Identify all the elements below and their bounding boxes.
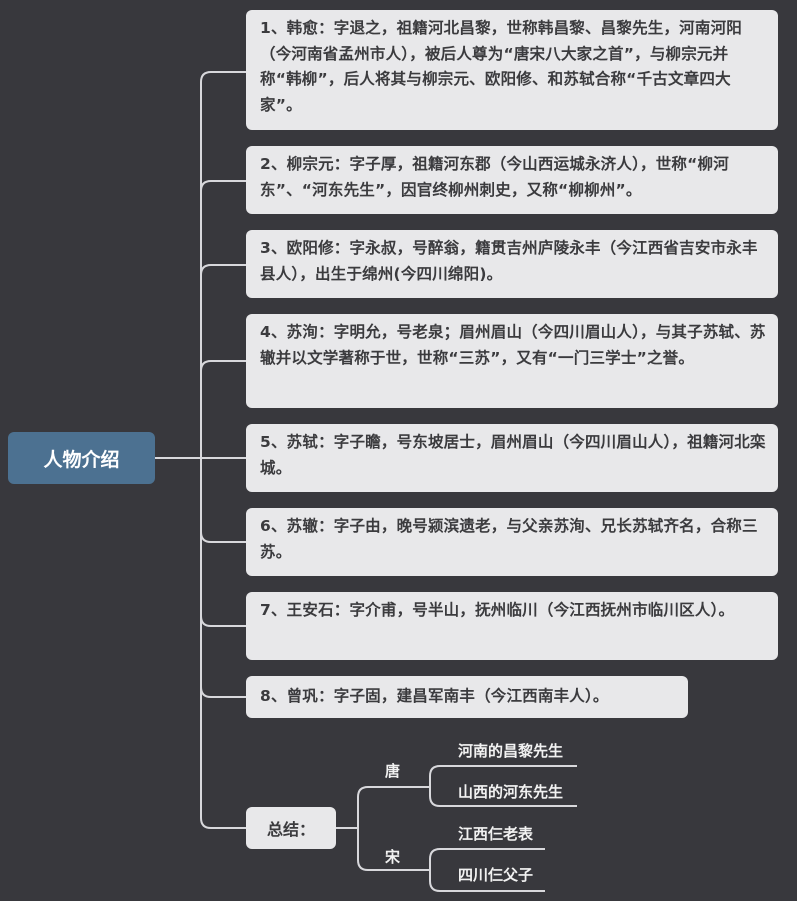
leaf-label: 四川仨父子: [458, 866, 534, 884]
leaf-henan-changli[interactable]: 河南的昌黎先生: [458, 740, 563, 761]
leaf-label: 江西仨老表: [458, 825, 534, 843]
branch-song[interactable]: 宋: [385, 846, 400, 867]
leaf-label: 山西的河东先生: [458, 783, 564, 801]
branch-song-label: 宋: [385, 848, 401, 866]
leaf-jiangxi-laobiao[interactable]: 江西仨老表: [458, 823, 533, 844]
topic-node-zeng-gong[interactable]: 8、曾巩：字子固，建昌军南丰（今江西南丰人）。: [246, 676, 688, 718]
branch-tang[interactable]: 唐: [385, 760, 400, 781]
topic-node-han-yu[interactable]: 1、韩愈：字退之，祖籍河北昌黎，世称韩昌黎、昌黎先生，河南河阳（今河南省孟州市人…: [246, 10, 778, 130]
topic-node-su-shi[interactable]: 5、苏轼：字子瞻，号东坡居士，眉州眉山（今四川眉山人），祖籍河北栾城。: [246, 424, 778, 492]
summary-node[interactable]: 总结：: [246, 807, 336, 849]
branch-tang-label: 唐: [385, 762, 401, 780]
leaf-label: 河南的昌黎先生: [458, 742, 564, 760]
topic-node-wang-anshi[interactable]: 7、王安石：字介甫，号半山，抚州临川（今江西抚州市临川区人）。: [246, 592, 778, 660]
root-label: 人物介绍: [43, 448, 120, 471]
topic-node-ouyang-xiu[interactable]: 3、欧阳修：字永叔，号醉翁，籍贯吉州庐陵永丰（今江西省吉安市永丰县人），出生于绵…: [246, 230, 778, 298]
topic-text: 8、曾巩：字子固，建昌军南丰（今江西南丰人）。: [260, 687, 609, 706]
summary-label: 总结：: [266, 820, 315, 839]
topic-text: 3、欧阳修：字永叔，号醉翁，籍贯吉州庐陵永丰（今江西省吉安市永丰县人），出生于绵…: [260, 239, 758, 283]
topic-node-su-zhe[interactable]: 6、苏辙：字子由，晚号颍滨遗老，与父亲苏洵、兄长苏轼齐名，合称三苏。: [246, 508, 778, 576]
topic-text: 7、王安石：字介甫，号半山，抚州临川（今江西抚州市临川区人）。: [260, 601, 735, 619]
leaf-shanxi-hedong[interactable]: 山西的河东先生: [458, 781, 563, 802]
root-node[interactable]: 人物介绍: [8, 432, 155, 484]
topic-text: 2、柳宗元：字子厚，祖籍河东郡（今山西运城永济人），世称“柳河东”、“河东先生”…: [260, 155, 729, 199]
topic-node-liu-zongyuan[interactable]: 2、柳宗元：字子厚，祖籍河东郡（今山西运城永济人），世称“柳河东”、“河东先生”…: [246, 146, 778, 214]
topic-text: 6、苏辙：字子由，晚号颍滨遗老，与父亲苏洵、兄长苏轼齐名，合称三苏。: [260, 517, 758, 561]
topic-text: 4、苏洵：字明允，号老泉；眉州眉山（今四川眉山人），与其子苏轼、苏辙并以文学著称…: [260, 323, 766, 367]
topic-node-su-xun[interactable]: 4、苏洵：字明允，号老泉；眉州眉山（今四川眉山人），与其子苏轼、苏辙并以文学著称…: [246, 314, 778, 408]
topic-text: 5、苏轼：字子瞻，号东坡居士，眉州眉山（今四川眉山人），祖籍河北栾城。: [260, 433, 766, 477]
leaf-sichuan-fuzi[interactable]: 四川仨父子: [458, 864, 533, 885]
topic-text: 1、韩愈：字退之，祖籍河北昌黎，世称韩昌黎、昌黎先生，河南河阳（今河南省孟州市人…: [260, 19, 742, 114]
